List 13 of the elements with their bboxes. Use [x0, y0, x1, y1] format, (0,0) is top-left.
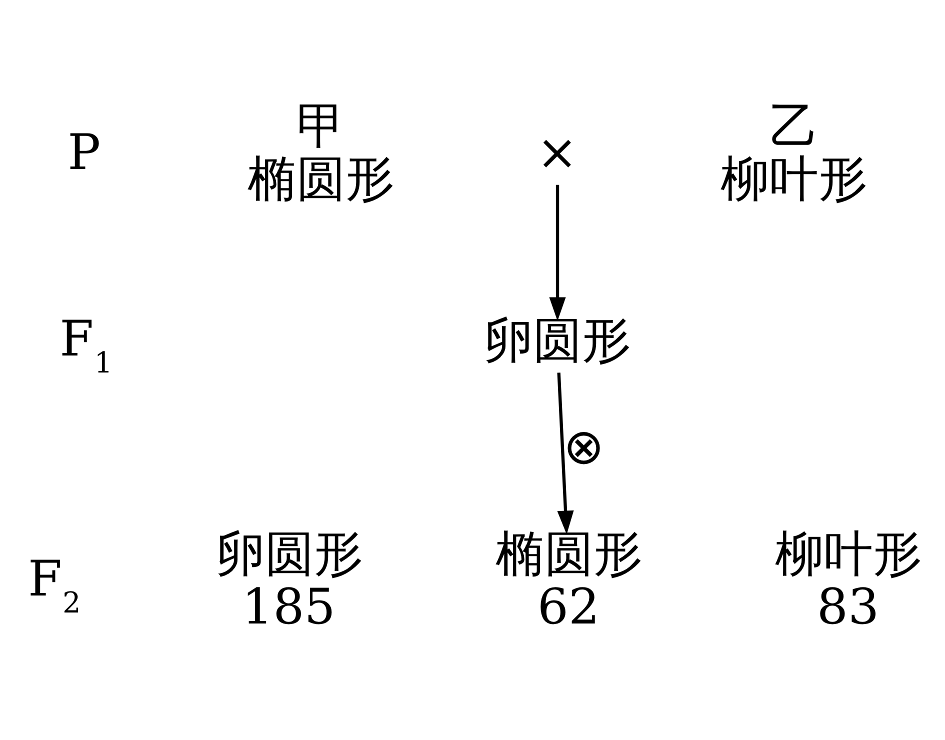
- node-text: 甲 椭圆形: [248, 96, 395, 208]
- node-text: 卵圆形 185: [216, 524, 364, 636]
- arrow: [549, 184, 566, 320]
- edge-label: ⊗: [563, 418, 604, 476]
- arrow: [557, 372, 574, 534]
- node-text: 卵圆形: [484, 312, 632, 369]
- node-text: 柳叶形 83: [775, 524, 922, 636]
- label: F$_{1}$: [60, 310, 113, 380]
- node-text: 椭圆形 62: [496, 524, 643, 636]
- label: P: [68, 124, 101, 181]
- node-text: 乙 柳叶形: [720, 96, 868, 208]
- label: F$_{2}$: [28, 550, 81, 620]
- node-text: ×: [536, 124, 578, 181]
